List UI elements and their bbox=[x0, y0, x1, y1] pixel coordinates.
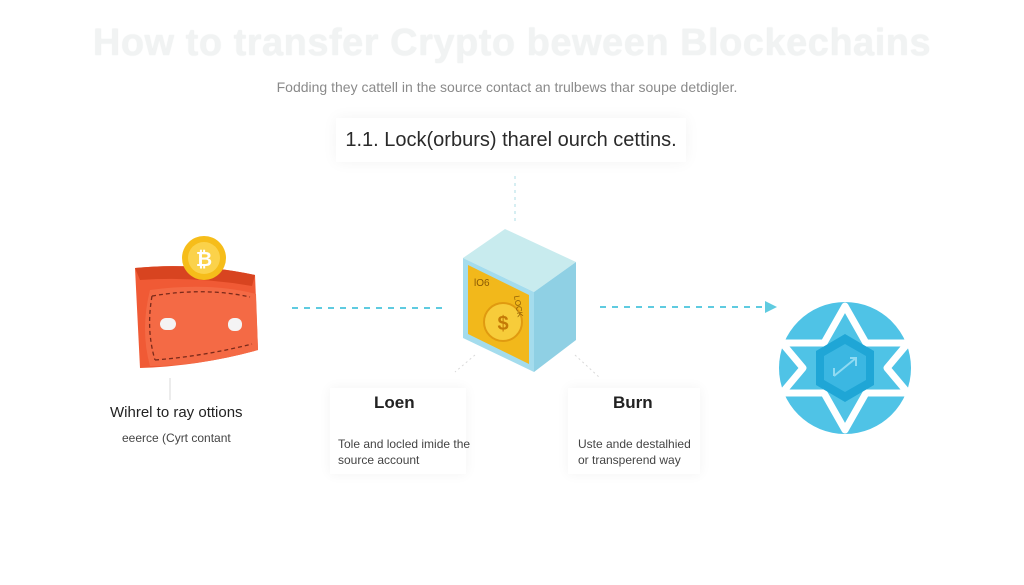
burn-label-desc-1: Uste ande destalhied bbox=[578, 437, 691, 451]
svg-text:lO6: lO6 bbox=[474, 278, 490, 289]
svg-text:LOCK: LOCK bbox=[512, 295, 525, 319]
burn-label-desc-2: or transperend way bbox=[578, 453, 681, 467]
vault-cube-icon: $ lO6 LOCK bbox=[463, 229, 576, 372]
right-arrow-head bbox=[765, 301, 777, 313]
left-label-title: Wihrel to ray ottions bbox=[110, 404, 243, 421]
step-label: 1.1. Lock(orburs) tharel ourch cettins. bbox=[345, 128, 677, 151]
burn-card bbox=[568, 388, 700, 474]
lock-label-desc-2: source account bbox=[338, 453, 420, 467]
lock-card bbox=[330, 388, 466, 474]
left-label-desc: eeerce (Cyrt contant bbox=[122, 431, 231, 445]
bitcoin-coin-icon: ₿ bbox=[182, 236, 226, 280]
svg-text:₿: ₿ bbox=[196, 249, 212, 271]
burn-label-title: Burn bbox=[613, 393, 653, 412]
step-label-box: 1.1. Lock(orburs) tharel ourch cettins. bbox=[336, 118, 686, 162]
lock-label-desc-1: Tole and locled imide the bbox=[338, 437, 471, 451]
svg-text:$: $ bbox=[497, 313, 508, 335]
lock-label-title: Loen bbox=[374, 393, 415, 412]
wallet-icon bbox=[135, 266, 258, 368]
page-title: How to transfer Crypto beween Blockechai… bbox=[92, 22, 932, 64]
star-chain-icon bbox=[778, 302, 912, 434]
page-subtitle: Fodding they cattell in the source conta… bbox=[276, 79, 738, 95]
